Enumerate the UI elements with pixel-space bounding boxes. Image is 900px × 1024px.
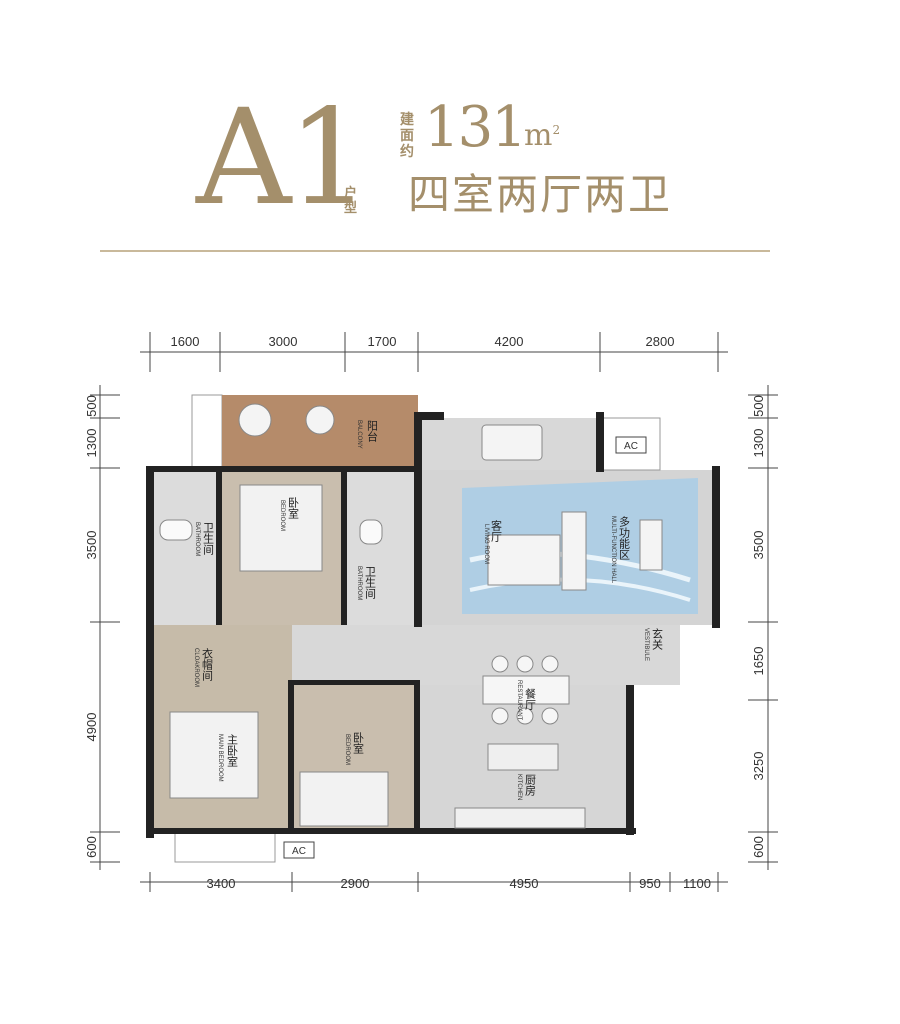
area-unit-text: m bbox=[524, 118, 553, 153]
dim-right-5: 3250 bbox=[751, 752, 766, 781]
area-prefix: 建面约 bbox=[400, 112, 414, 160]
ac-unit-bottom: AC bbox=[283, 841, 315, 859]
bedroom1-cn: 卧室 bbox=[287, 497, 300, 519]
multi-cn: 多功能区 bbox=[618, 515, 631, 560]
restaurant-cn: 餐厅 bbox=[524, 687, 537, 710]
dim-right-2: 1300 bbox=[751, 429, 766, 458]
ac-label-bottom: AC bbox=[292, 846, 306, 857]
main-bed-cn: 主卧室 bbox=[226, 734, 239, 767]
dim-bottom-4: 950 bbox=[639, 876, 661, 891]
dim-bottom-3: 4950 bbox=[510, 876, 539, 891]
vestibule-cn: 玄关 bbox=[651, 627, 664, 651]
dim-bottom-5: 1100 bbox=[683, 876, 711, 891]
label-cloak: 衣帽间 CLOAKROOM bbox=[193, 647, 214, 687]
bedroom1-en: BEDROOM bbox=[279, 500, 285, 531]
dim-left-2: 1300 bbox=[84, 429, 99, 458]
dimension-lines bbox=[90, 332, 778, 892]
label-bedroom1: 卧室 BEDROOM bbox=[279, 497, 300, 531]
vestibule-en: VESTIBULE bbox=[643, 628, 649, 661]
area-value: 131 bbox=[424, 95, 527, 160]
dim-left-5: 600 bbox=[84, 836, 99, 858]
multi-en: MULTI-FUNCTION HALL bbox=[610, 516, 616, 584]
bath2-en: BATHROOM bbox=[356, 566, 362, 600]
dim-left-3: 3500 bbox=[84, 531, 99, 560]
main-bed-en: MAIN BEDROOM bbox=[217, 734, 223, 782]
balcony-cn: 阳台 bbox=[366, 420, 379, 442]
label-balcony: 阳台 BALCONY bbox=[356, 420, 379, 449]
furniture bbox=[159, 403, 663, 829]
dim-right-3: 3500 bbox=[751, 531, 766, 560]
dim-right-4: 1650 bbox=[751, 647, 766, 676]
layout-description: 四室两厅两卫 bbox=[408, 170, 673, 219]
dim-top-4: 4200 bbox=[495, 334, 524, 349]
bath1-cn: 卫生间 bbox=[202, 522, 215, 556]
bedroom2-en: BEDROOM bbox=[344, 734, 350, 765]
area-unit-sup: 2 bbox=[552, 123, 561, 137]
dim-right-1: 500 bbox=[751, 395, 766, 417]
cloak-en: CLOAKROOM bbox=[193, 648, 199, 687]
dim-top-3: 1700 bbox=[368, 334, 397, 349]
ac-label-top: AC bbox=[624, 441, 638, 452]
kitchen-cn: 厨房 bbox=[524, 774, 537, 797]
dim-left-1: 500 bbox=[84, 395, 99, 417]
living-en: LIVING ROOM bbox=[483, 524, 489, 564]
type-label: 户型 bbox=[344, 186, 358, 216]
bath1-en: BATHROOM bbox=[194, 522, 200, 556]
bath2-cn: 卫生间 bbox=[364, 566, 377, 600]
label-bedroom2: 卧室 BEDROOM bbox=[344, 732, 365, 765]
label-vestibule: 玄关 VESTIBULE bbox=[643, 627, 664, 661]
label-main-bed: 主卧室 MAIN BEDROOM bbox=[217, 734, 239, 782]
dim-right-6: 600 bbox=[751, 836, 766, 858]
ac-unit-top: AC bbox=[615, 436, 647, 454]
label-bath2: 卫生间 BATHROOM bbox=[356, 566, 377, 600]
label-living: 客厅 LIVING ROOM bbox=[483, 519, 503, 564]
header-divider bbox=[100, 250, 770, 252]
walls bbox=[146, 412, 720, 838]
balcony-en: BALCONY bbox=[356, 420, 362, 449]
bedroom2-cn: 卧室 bbox=[352, 732, 365, 754]
living-cn: 客厅 bbox=[490, 519, 503, 542]
area-unit: m2 bbox=[524, 118, 560, 153]
dim-top-1: 1600 bbox=[171, 334, 200, 349]
restaurant-en: RESTAURANT bbox=[516, 680, 522, 721]
dim-bottom-2: 2900 bbox=[341, 876, 370, 891]
dim-top-2: 3000 bbox=[269, 334, 298, 349]
cloak-cn: 衣帽间 bbox=[201, 647, 214, 682]
dim-left-4: 4900 bbox=[84, 713, 99, 742]
label-restaurant: 餐厅 RESTAURANT bbox=[516, 680, 537, 721]
kitchen-en: KITCHEN bbox=[516, 774, 522, 800]
dim-top-5: 2800 bbox=[646, 334, 675, 349]
unit-code: A1 bbox=[196, 81, 371, 235]
dim-bottom-1: 3400 bbox=[207, 876, 236, 891]
label-bath1: 卫生间 BATHROOM bbox=[194, 522, 215, 556]
label-kitchen: 厨房 KITCHEN bbox=[516, 774, 537, 801]
label-multi: 多功能区 MULTI-FUNCTION HALL bbox=[610, 515, 631, 584]
